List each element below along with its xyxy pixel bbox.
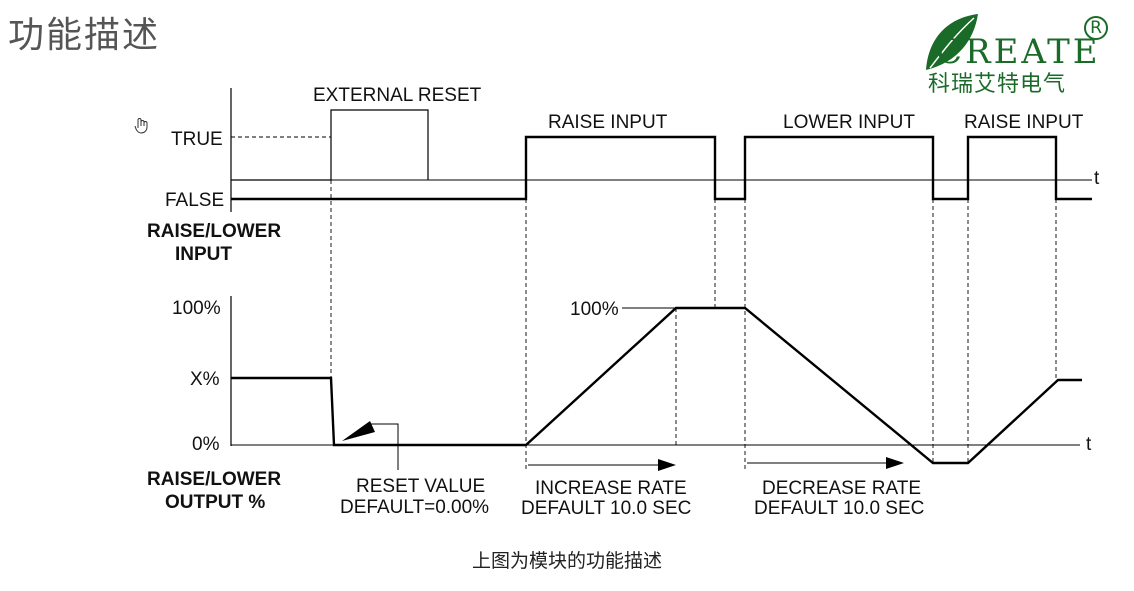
top-ylabel-line1: RAISE/LOWER — [147, 221, 281, 242]
increase-rate-line1: INCREASE RATE — [535, 478, 687, 499]
decrease-arrow-icon — [886, 457, 904, 469]
y-label-0: 0% — [192, 434, 220, 455]
pulse-label-lower: LOWER INPUT — [783, 112, 915, 133]
reset-value-line1: RESET VALUE — [356, 476, 485, 497]
y-label-x: X% — [190, 369, 220, 390]
y-label-false: FALSE — [165, 190, 224, 211]
figure-caption: 上图为模块的功能描述 — [471, 550, 662, 572]
top-chart: TRUE FALSE t RAISE/LOWER INPUT EXTERNAL … — [147, 85, 1100, 265]
top-ylabel-line2: INPUT — [175, 244, 232, 265]
leaf-icon — [926, 14, 978, 70]
bottom-ylabel-line1: RAISE/LOWER — [147, 469, 281, 490]
increase-arrow-icon — [658, 459, 676, 471]
y-label-100: 100% — [172, 298, 221, 319]
registered-icon: R — [1084, 16, 1108, 40]
y-label-true: TRUE — [171, 129, 223, 150]
t-axis-label-top: t — [1094, 168, 1100, 189]
bottom-ylabel-line2: OUTPUT % — [165, 492, 265, 513]
create-logo: CREATE R 科瑞艾特电气 — [916, 10, 1116, 100]
increase-rate-line2: DEFAULT 10.0 SEC — [521, 498, 691, 519]
bottom-chart: 100% X% 0% t 100% RAISE/LOWER OUTPUT % R… — [147, 296, 1092, 519]
logo-word: CREATE — [936, 32, 1101, 72]
decrease-rate-line1: DECREASE RATE — [762, 478, 921, 499]
decrease-rate-line2: DEFAULT 10.0 SEC — [754, 498, 924, 519]
pulse-label-raise-1: RAISE INPUT — [548, 112, 668, 133]
reset-arrow-icon — [342, 421, 375, 441]
t-axis-label-bottom: t — [1086, 434, 1092, 455]
hand-cursor-icon — [134, 118, 148, 134]
logo-cn-name: 科瑞艾特电气 — [928, 72, 1067, 97]
reset-value-line2: DEFAULT=0.00% — [340, 497, 489, 518]
pulse-label-external-reset: EXTERNAL RESET — [313, 85, 482, 106]
pulse-label-raise-2: RAISE INPUT — [964, 112, 1084, 133]
guide-lines — [330, 180, 1057, 470]
peak-label: 100% — [570, 299, 619, 320]
page-title: 功能描述 — [8, 15, 161, 56]
